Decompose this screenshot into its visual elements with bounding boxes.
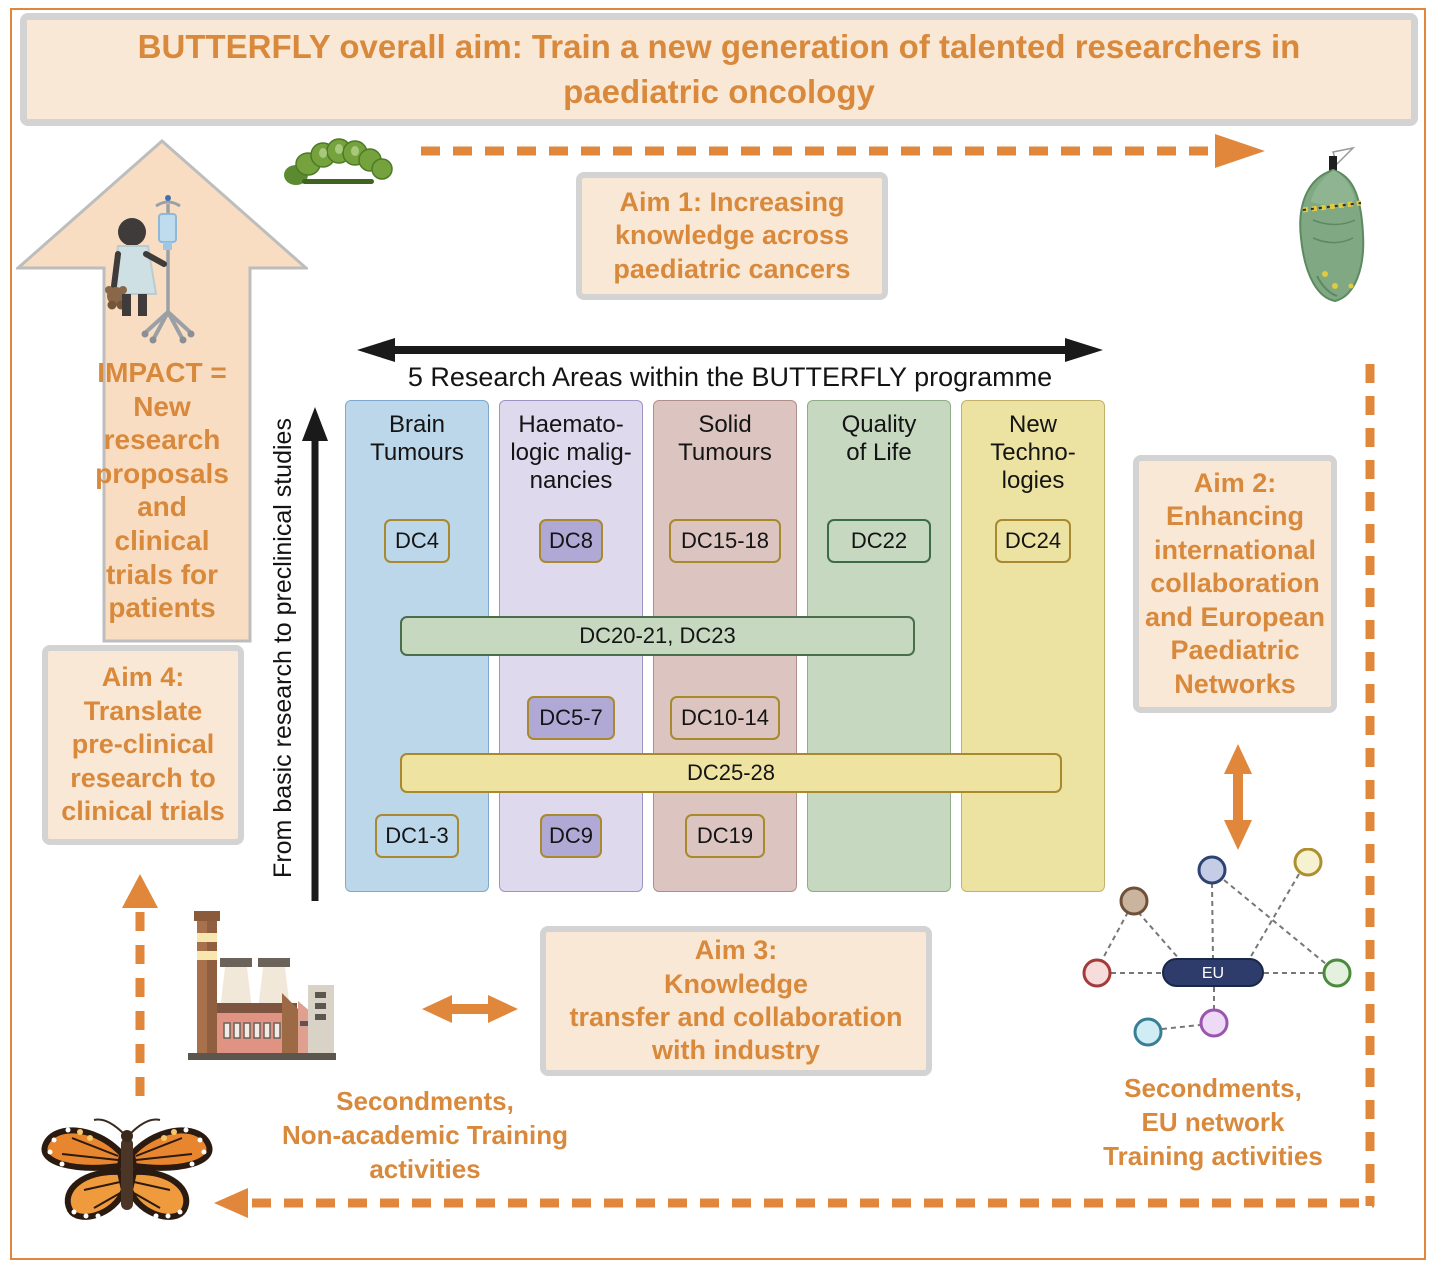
dc-box-dc19: DC19 bbox=[685, 814, 765, 858]
aim2-network-arrow bbox=[1224, 744, 1252, 850]
dc-box-dc8: DC8 bbox=[539, 519, 603, 563]
child-patient-icon bbox=[105, 195, 195, 344]
aim1-box: Aim 1: Increasing knowledge across paedi… bbox=[576, 172, 888, 300]
dc-box-dc15-18: DC15-18 bbox=[669, 519, 781, 563]
aim4-box: Aim 4: Translate pre-clinical research t… bbox=[42, 645, 244, 845]
industry-secondments-caption: Secondments, Non-academic Training activ… bbox=[281, 1086, 569, 1184]
network-node bbox=[1133, 1017, 1163, 1047]
overall-aim-banner: BUTTERFLY overall aim: Train a new gener… bbox=[20, 13, 1418, 126]
dc-box-dc5-7: DC5-7 bbox=[527, 696, 615, 740]
column-header: Solid Tumours bbox=[678, 411, 772, 466]
span-bar-dc25-28: DC25-28 bbox=[400, 753, 1062, 793]
impact-arrow bbox=[16, 138, 308, 643]
column-header: Brain Tumours bbox=[370, 411, 464, 466]
eu-network-diagram: EU bbox=[1082, 848, 1352, 1047]
research-areas-title: 5 Research Areas within the BUTTERFLY pr… bbox=[407, 362, 1053, 392]
bottom-cycle-dashed-arrow bbox=[214, 1188, 1374, 1218]
column-header: Haemato- logic malig- nancies bbox=[510, 411, 632, 494]
chrysalis-icon bbox=[1299, 146, 1365, 303]
eu-secondments-caption: Secondments, EU network Training activit… bbox=[1103, 1073, 1323, 1171]
factory-icon bbox=[188, 911, 336, 1060]
aim4-cycle-dashed-arrow bbox=[122, 874, 158, 1098]
butterfly-icon bbox=[41, 1118, 213, 1220]
column-header: New Techno- logies bbox=[990, 411, 1076, 494]
dc-box-dc10-14: DC10-14 bbox=[670, 696, 780, 740]
dc-box-dc9: DC9 bbox=[540, 814, 602, 858]
network-node bbox=[1199, 1008, 1229, 1038]
aim1-cycle-dashed-arrow bbox=[421, 134, 1265, 168]
aim2-box: Aim 2: Enhancing international collabora… bbox=[1133, 455, 1337, 713]
dc-box-dc22: DC22 bbox=[827, 519, 931, 563]
network-node bbox=[1322, 958, 1352, 988]
dc-box-dc4: DC4 bbox=[384, 519, 450, 563]
aim3-industry-arrow bbox=[422, 995, 518, 1023]
eu-hub-label: EU bbox=[1202, 965, 1224, 982]
research-areas-axis-arrow bbox=[357, 338, 1103, 362]
y-axis-arrow bbox=[302, 407, 328, 901]
network-node bbox=[1119, 886, 1149, 916]
dc-box-dc24: DC24 bbox=[995, 519, 1071, 563]
right-cycle-dashed-line bbox=[1365, 364, 1375, 1206]
span-bar-dc20-21-dc23: DC20-21, DC23 bbox=[400, 616, 915, 656]
network-node bbox=[1293, 848, 1323, 877]
column-new-technologies: New Techno- logies bbox=[961, 400, 1105, 892]
aim3-box: Aim 3: Knowledge transfer and collaborat… bbox=[540, 926, 932, 1076]
network-node bbox=[1197, 855, 1227, 885]
caterpillar-icon bbox=[284, 138, 393, 185]
dc-box-dc1-3: DC1-3 bbox=[375, 814, 459, 858]
impact-text: IMPACT = New research proposals and clin… bbox=[95, 357, 229, 624]
network-node bbox=[1082, 958, 1112, 988]
column-header: Quality of Life bbox=[841, 411, 917, 466]
